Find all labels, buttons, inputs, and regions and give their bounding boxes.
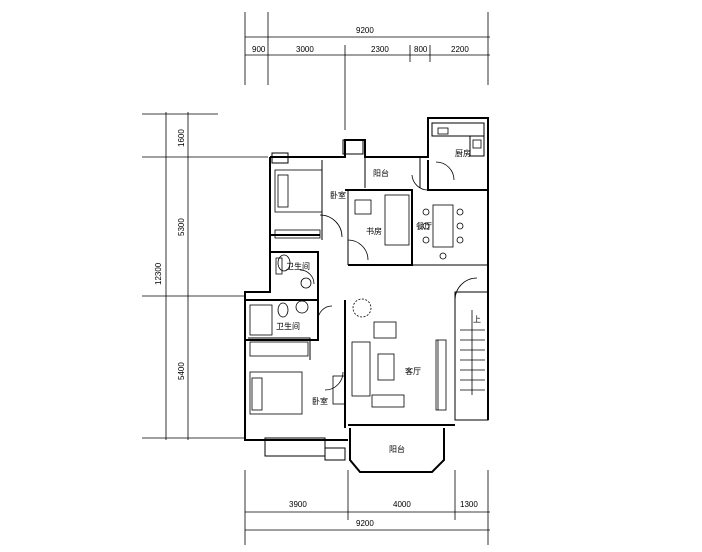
- left-dimension-5300: 5300: [177, 218, 186, 236]
- doors: [299, 161, 478, 410]
- stair-up-label: 上: [473, 315, 481, 324]
- bottom-dimension-4000: 4000: [393, 500, 411, 509]
- bottom-dimension-3900: 3900: [289, 500, 307, 509]
- left-dimension-lines: [142, 112, 268, 440]
- top-dimension-2300: 2300: [371, 45, 389, 54]
- room-label-living: 客厅: [405, 366, 421, 376]
- left-total-dimension: 12300: [154, 262, 163, 285]
- room-label-bedroom-top: 卧室: [330, 190, 346, 200]
- room-label-kitchen: 厨房: [455, 148, 471, 158]
- top-dimension-800: 800: [414, 45, 428, 54]
- top-dimension-900: 900: [252, 45, 266, 54]
- top-dimension-3000: 3000: [296, 45, 314, 54]
- room-label-study: 书房: [366, 226, 382, 236]
- room-label-bathroom-bottom: 卫生间: [276, 321, 300, 331]
- furniture: [249, 127, 485, 415]
- left-dimension-5400: 5400: [177, 362, 186, 380]
- bottom-dimension-lines: [244, 470, 490, 545]
- walls: [244, 117, 489, 473]
- room-label-balcony-bottom: 阳台: [389, 444, 405, 454]
- room-label-dining: 餐厅: [416, 222, 432, 231]
- room-label-bedroom-bottom: 卧室: [312, 396, 328, 406]
- left-dimension-1600: 1600: [177, 129, 186, 147]
- top-total-dimension: 9200: [356, 26, 374, 35]
- top-dimension-2200: 2200: [451, 45, 469, 54]
- top-dimension-lines: [244, 12, 490, 130]
- room-label-balcony-top: 阳台: [373, 168, 389, 178]
- room-label-bathroom-top: 卫生间: [286, 261, 310, 271]
- bottom-dimension-1300: 1300: [460, 500, 478, 509]
- bottom-total-dimension: 9200: [356, 519, 374, 528]
